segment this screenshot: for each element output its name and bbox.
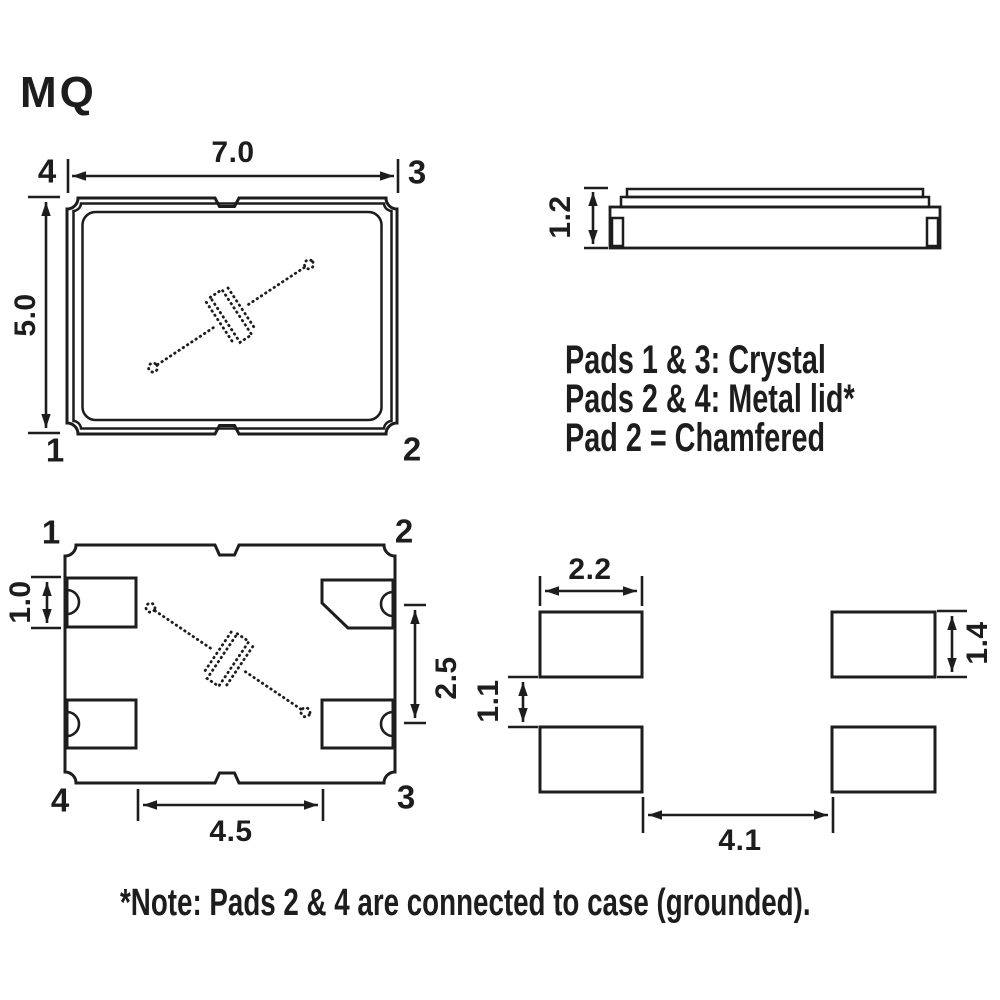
pad-legend-line-2: Pads 2 & 4: Metal lid* <box>565 377 855 421</box>
grounding-note: *Note: Pads 2 & 4 are connected to case … <box>120 882 811 924</box>
bottom-view-pad-2-chamfered <box>320 578 395 630</box>
top-view-dim-width-label: 7.0 <box>211 136 255 169</box>
top-view-dim-width <box>66 159 400 193</box>
land-pad-bottom-left <box>538 725 644 794</box>
top-view-pad-4-label: 4 <box>37 152 57 190</box>
side-view-lid-top <box>625 187 925 199</box>
bottom-view-dim-pad-height-label: 1.0 <box>4 580 37 624</box>
land-pad-bottom-right <box>830 725 937 794</box>
top-view-drawing <box>28 159 400 436</box>
land-pattern-dim-pad-width-label: 2.2 <box>568 553 612 586</box>
side-view-pad-right <box>925 216 940 248</box>
side-view-dim-height-label: 1.2 <box>544 195 577 239</box>
top-view-dim-height-label: 5.0 <box>9 293 42 337</box>
land-pad-top-right <box>830 610 937 679</box>
top-view-pad-3-label: 3 <box>407 153 427 191</box>
bottom-view-dim-pad-pitch-label: 2.5 <box>430 656 463 700</box>
top-view-pad-2-label: 2 <box>402 430 422 468</box>
land-pattern-dim-horizontal-gap-label: 4.1 <box>718 824 762 857</box>
bottom-view-pad-4-label: 4 <box>50 781 70 819</box>
bottom-view-pad-3-castellation <box>379 710 394 738</box>
pad-legend-line-1: Pads 1 & 3: Crystal <box>565 338 826 382</box>
bottom-view-pad-1 <box>65 576 138 629</box>
bottom-view-pad-3 <box>320 698 395 750</box>
side-view-drawing <box>584 186 942 250</box>
bottom-view-outline <box>63 543 397 785</box>
crystal-symbol-bottom-view <box>130 581 326 739</box>
land-pad-top-left <box>538 610 644 679</box>
land-pattern-drawing <box>508 576 967 833</box>
pad-legend-line-3: Pad 2 = Chamfered <box>565 416 826 460</box>
top-view-outline-middle <box>72 202 393 430</box>
bottom-view-pad-3-label: 3 <box>396 778 416 816</box>
series-title: MQ <box>20 68 97 117</box>
bottom-view-pad-4-castellation <box>66 710 81 738</box>
pad-legend: Pads 1 & 3: Crystal Pads 2 & 4: Metal li… <box>565 338 855 460</box>
bottom-view-pad-1-label: 1 <box>41 513 61 551</box>
bottom-view-dim-pad-height <box>31 575 61 630</box>
land-pattern-dim-horizontal-gap <box>641 797 835 833</box>
bottom-view-dim-pad-pitch <box>404 603 426 725</box>
top-view-outline-outer <box>65 196 399 436</box>
bottom-view-pad-2-label: 2 <box>394 512 414 550</box>
land-pattern-dim-vertical-gap-label: 1.1 <box>472 679 505 723</box>
bottom-view-dim-pad-span-label: 4.5 <box>209 815 253 848</box>
side-view-pad-left <box>610 216 625 248</box>
top-view-outline-inner <box>81 210 383 422</box>
bottom-view-dim-pad-span <box>136 789 325 821</box>
bottom-view-pad-2-castellation <box>379 590 394 618</box>
top-view-pad-1-label: 1 <box>45 431 65 469</box>
side-view-dim-height <box>584 186 608 250</box>
land-pattern-dim-pad-height-label: 1.4 <box>961 621 994 665</box>
side-view-body <box>608 205 942 250</box>
bottom-view-drawing <box>31 543 426 821</box>
bottom-view-pad-1-castellation <box>66 588 81 616</box>
land-pattern-dim-pad-width <box>538 576 644 606</box>
top-view-dim-height <box>28 195 60 435</box>
side-view-lid-step <box>619 195 931 209</box>
land-pattern-dim-pad-height <box>937 609 967 679</box>
land-pattern-dim-vertical-gap <box>508 675 538 729</box>
bottom-view-pad-4 <box>65 698 138 750</box>
crystal-symbol-top-view <box>132 237 330 395</box>
